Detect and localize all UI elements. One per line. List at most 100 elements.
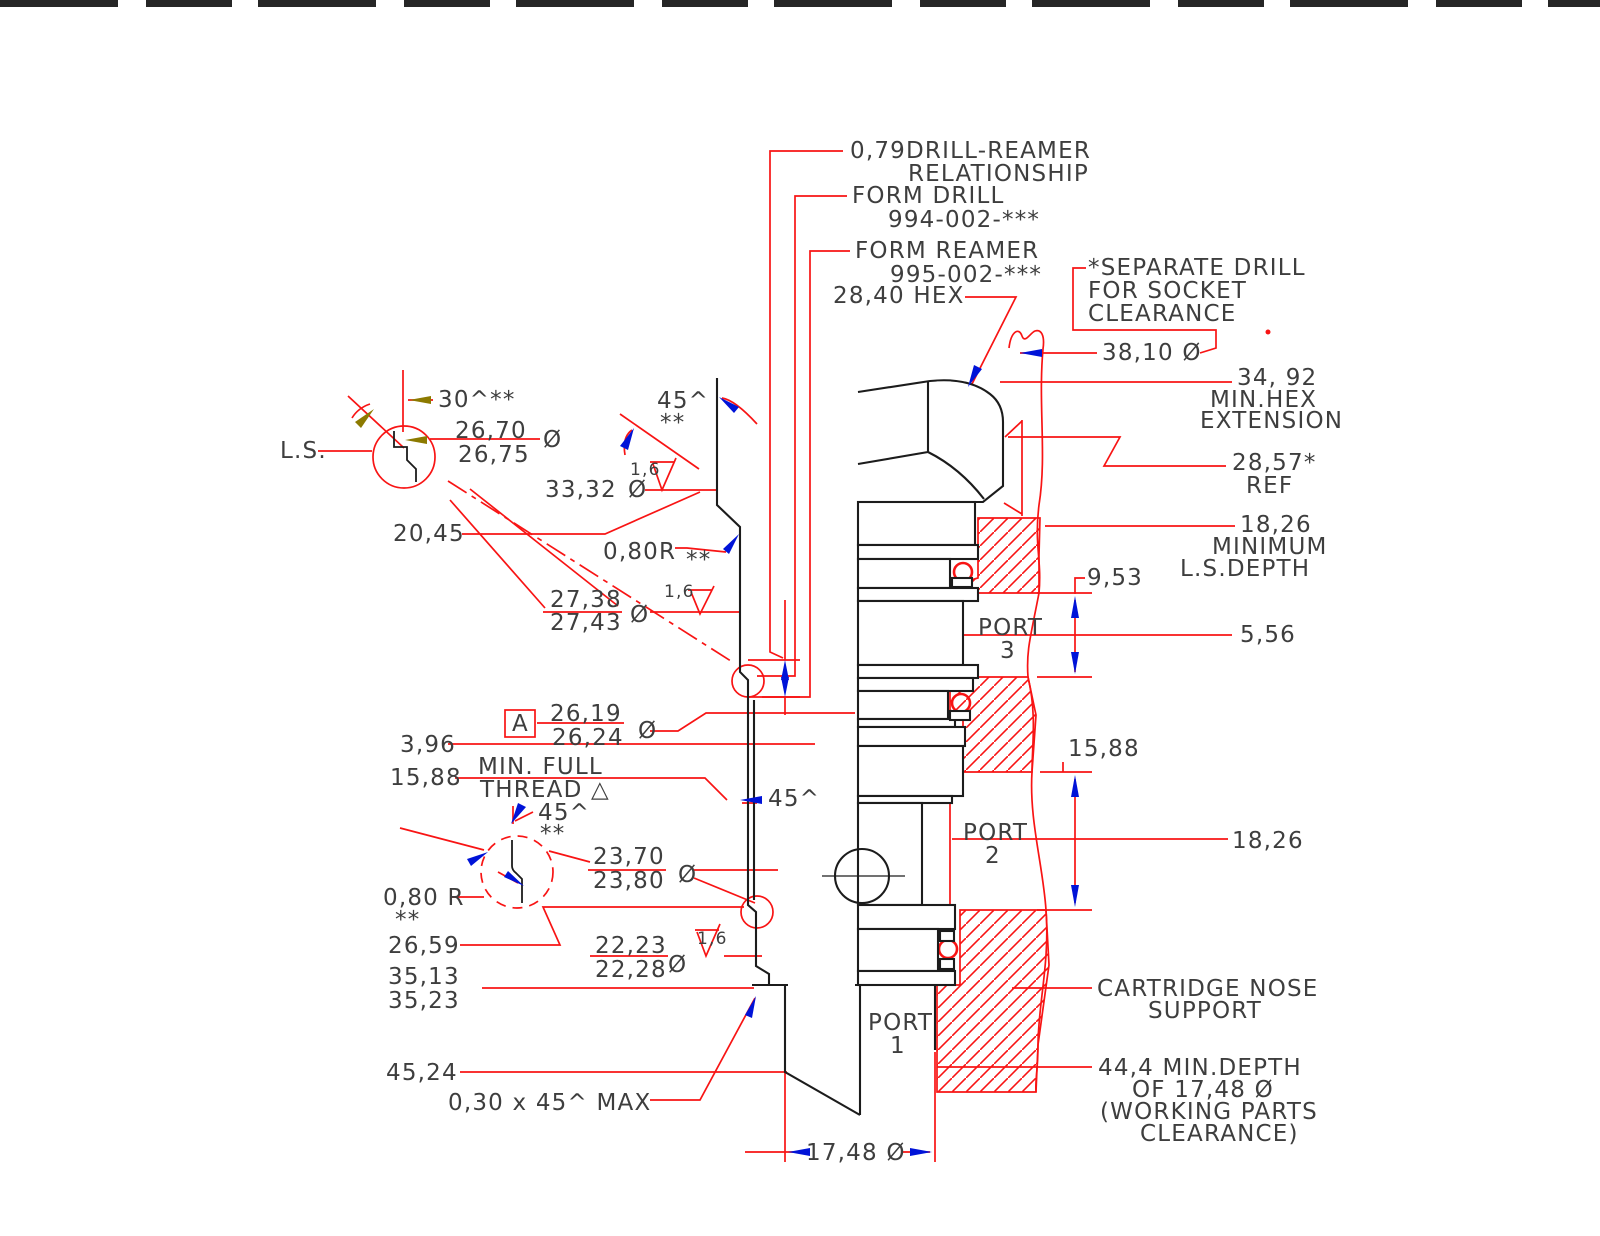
min-depth-line1: 44,4 MIN.DEPTH	[1098, 1055, 1302, 1081]
break-line	[1008, 329, 1048, 1093]
drill-reamer-line2: RELATIONSHIP	[908, 161, 1089, 187]
hex-ext-value: 34, 92	[1237, 365, 1317, 391]
ls-depth-line3: L.S.DEPTH	[1180, 556, 1310, 582]
radius-080-upper: 0,80R	[603, 539, 676, 565]
arrow-45-top	[719, 397, 739, 413]
blue-arrows	[467, 349, 1079, 1156]
finish-2223: 1,6	[697, 929, 728, 949]
ls-detail-profile	[393, 431, 417, 482]
asterisks-45-detail: **	[540, 821, 565, 847]
form-drill-line1: FORM DRILL	[852, 183, 1005, 209]
form-reamer-line2: 995-002-***	[890, 262, 1042, 288]
arrow-chamfer	[745, 996, 756, 1018]
port2-height: 18,26	[1232, 828, 1304, 854]
dia-2624: 26,24	[552, 725, 624, 751]
min-depth-line4: CLEARANCE)	[1140, 1121, 1299, 1147]
total-depth: 45,24	[386, 1060, 458, 1086]
lower-detail-profile	[511, 840, 523, 903]
depth-396: 3,96	[400, 732, 456, 758]
dia-2675: 26,75	[458, 442, 530, 468]
housing-hatch-sections	[936, 517, 1050, 1093]
dia-2223: 22,23	[595, 933, 667, 959]
hex-head	[857, 379, 1005, 504]
dia-2743: 27,43	[550, 610, 622, 636]
annotations: 0,79 DRILL-REAMER RELATIONSHIP FORM DRIL…	[280, 138, 1343, 1166]
thread-note-line1: MIN. FULL	[478, 754, 603, 780]
datum-a: A	[512, 711, 529, 737]
ref-label: REF	[1246, 473, 1293, 499]
port1-label: PORT	[868, 1010, 933, 1036]
dia-2370: 23,70	[593, 844, 665, 870]
port1-number: 1	[890, 1033, 906, 1059]
arrow-953-up	[1071, 596, 1079, 618]
arrow-1748-r	[910, 1148, 932, 1156]
dia-symbol-2223: Ø	[668, 952, 687, 978]
port2-span: 15,88	[1068, 736, 1140, 762]
arrow-30b	[355, 409, 374, 428]
ls-depth-value: 18,26	[1240, 512, 1312, 538]
thread-note-line2: THREAD △	[479, 777, 610, 803]
arrow-2670	[405, 436, 427, 444]
min-depth-line3: (WORKING PARTS	[1100, 1099, 1318, 1125]
arrow-3810	[1020, 349, 1042, 357]
dia-symbol-3332: Ø	[628, 477, 647, 503]
arrow-16-top	[620, 428, 634, 450]
dia-3332: 33,32	[545, 477, 617, 503]
dia-2380: 23,80	[593, 868, 665, 894]
arrow-080r	[723, 534, 739, 554]
arrow-30a	[409, 396, 431, 404]
chamfer-note: 0,30 x 45^ MAX	[448, 1090, 651, 1116]
dia-2738: 27,38	[550, 587, 622, 613]
separate-drill-line2: FOR SOCKET	[1088, 278, 1247, 304]
separate-drill-line3: CLEARANCE	[1088, 301, 1237, 327]
nose-line1: CARTRIDGE NOSE	[1097, 976, 1319, 1002]
arrow-079-up	[781, 660, 789, 680]
thread-span: 15,88	[390, 765, 462, 791]
arrow-1588-up	[1071, 775, 1079, 797]
depth-3523: 35,23	[388, 988, 460, 1014]
port3-offset: 5,56	[1240, 622, 1296, 648]
drill-reamer-line1: DRILL-REAMER	[906, 138, 1091, 164]
dia-symbol-2370: Ø	[678, 862, 697, 888]
angle-45-thread: 45^	[768, 786, 820, 812]
asterisks-080-lower: **	[395, 907, 420, 933]
dia-symbol-2619: Ø	[638, 718, 657, 744]
port3-number: 3	[1000, 638, 1016, 664]
separate-drill-line1: *SEPARATE DRILL	[1088, 255, 1306, 281]
ls-depth-line2: MINIMUM	[1212, 534, 1328, 560]
finish-3332: 1,6	[630, 460, 661, 480]
finish-2738: 1,6	[664, 582, 695, 602]
arrow-1588-dn	[1071, 885, 1079, 907]
hatch-upper	[952, 517, 1041, 594]
angle-45-detail: 45^	[538, 800, 590, 826]
dia-symbol-2670: Ø	[543, 427, 562, 453]
angle-30: 30^**	[438, 387, 516, 413]
arrow-thread45	[740, 796, 762, 804]
arrow-det-ll	[467, 852, 488, 866]
ls-label: L.S.	[280, 438, 327, 464]
form-reamer-line1: FORM REAMER	[855, 238, 1039, 264]
hex-size-label: 28,40 HEX	[833, 283, 965, 309]
socket-dia-label: 38,10 Ø	[1102, 340, 1202, 366]
arrow-det-45	[511, 803, 526, 824]
dia-2619: 26,19	[550, 701, 622, 727]
depth-3513: 35,13	[388, 964, 460, 990]
port3-height: 9,53	[1087, 565, 1143, 591]
drill-reamer-value: 0,79	[850, 138, 906, 164]
dia-2228: 22,28	[595, 957, 667, 983]
hex-ext-line3: EXTENSION	[1200, 408, 1343, 434]
radius-080-lower: 0,80 R	[383, 885, 465, 911]
arrow-953-dn	[1071, 652, 1079, 674]
depth-2045: 20,45	[393, 521, 465, 547]
port2-label: PORT	[963, 820, 1028, 846]
dia-2670: 26,70	[455, 418, 527, 444]
bore-dia: 17,48 Ø	[806, 1140, 906, 1166]
dia-symbol-2738: Ø	[630, 602, 649, 628]
part-geometry	[393, 378, 1005, 1116]
angle-45-top: 45^	[657, 388, 709, 414]
hex-ext-line2: MIN.HEX	[1210, 387, 1317, 413]
port3-label: PORT	[978, 615, 1043, 641]
ref-value: 28,57*	[1232, 450, 1317, 476]
cartridge-body	[856, 500, 980, 987]
